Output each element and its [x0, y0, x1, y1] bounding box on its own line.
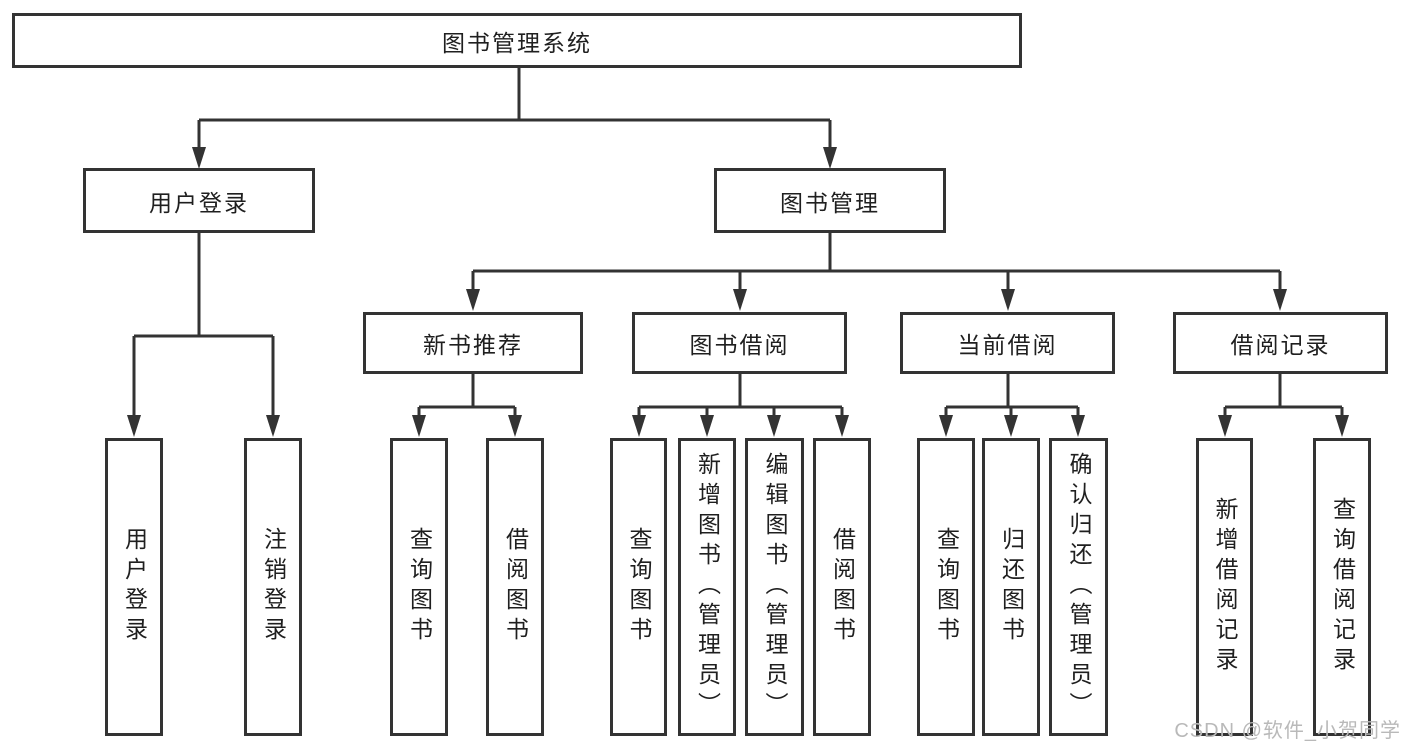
leaf-logout: 注销登录 [244, 438, 302, 736]
node-current-borrow-label: 当前借阅 [957, 332, 1058, 358]
leaf-edit-books-admin-label: 编辑图书（管理员） [762, 452, 788, 722]
leaf-query-borrow-record: 查询借阅记录 [1313, 438, 1371, 736]
leaf-edit-books-admin: 编辑图书（管理员） [745, 438, 804, 736]
leaf-logout-label: 注销登录 [260, 527, 287, 647]
leaf-return-books-label: 归还图书 [998, 527, 1025, 647]
leaf-query-books-recommend-label: 查询图书 [406, 527, 433, 647]
leaf-query-books-recommend: 查询图书 [390, 438, 448, 736]
leaf-borrow-books: 借阅图书 [813, 438, 871, 736]
node-borrow-records-label: 借阅记录 [1230, 332, 1331, 358]
leaf-query-books-borrow: 查询图书 [610, 438, 667, 736]
leaf-add-borrow-record: 新增借阅记录 [1196, 438, 1253, 736]
leaf-confirm-return-admin-label: 确认归还（管理员） [1066, 452, 1092, 722]
leaf-add-books-admin-label: 新增图书（管理员） [694, 452, 721, 722]
node-current-borrow: 当前借阅 [900, 312, 1115, 374]
node-new-book-recommend: 新书推荐 [363, 312, 583, 374]
leaf-query-books-borrow-label: 查询图书 [626, 527, 652, 647]
node-borrow-records: 借阅记录 [1173, 312, 1388, 374]
leaf-borrow-books-recommend-label: 借阅图书 [502, 527, 529, 647]
leaf-user-login: 用户登录 [105, 438, 163, 736]
leaf-borrow-books-recommend: 借阅图书 [486, 438, 544, 736]
leaf-add-books-admin: 新增图书（管理员） [678, 438, 736, 736]
leaf-query-borrow-record-label: 查询借阅记录 [1329, 497, 1356, 677]
node-book-management: 图书管理 [714, 168, 946, 233]
node-root-label: 图书管理系统 [442, 29, 592, 56]
csdn-watermark: CSDN @软件_小贺同学 [1174, 720, 1401, 742]
leaf-borrow-books-label: 借阅图书 [829, 527, 856, 647]
node-root: 图书管理系统 [12, 13, 1022, 68]
leaf-return-books: 归还图书 [982, 438, 1040, 736]
leaf-query-books-current: 查询图书 [917, 438, 975, 736]
node-book-borrow-label: 图书借阅 [689, 332, 790, 358]
leaf-query-books-current-label: 查询图书 [933, 527, 960, 647]
node-user-login-label: 用户登录 [149, 189, 249, 216]
leaf-confirm-return-admin: 确认归还（管理员） [1049, 438, 1108, 736]
node-book-management-label: 图书管理 [780, 189, 880, 216]
node-book-borrow: 图书借阅 [632, 312, 847, 374]
leaf-user-login-label: 用户登录 [121, 527, 148, 647]
node-new-book-recommend-label: 新书推荐 [423, 332, 523, 358]
leaf-add-borrow-record-label: 新增借阅记录 [1212, 497, 1238, 677]
node-user-login: 用户登录 [83, 168, 315, 233]
